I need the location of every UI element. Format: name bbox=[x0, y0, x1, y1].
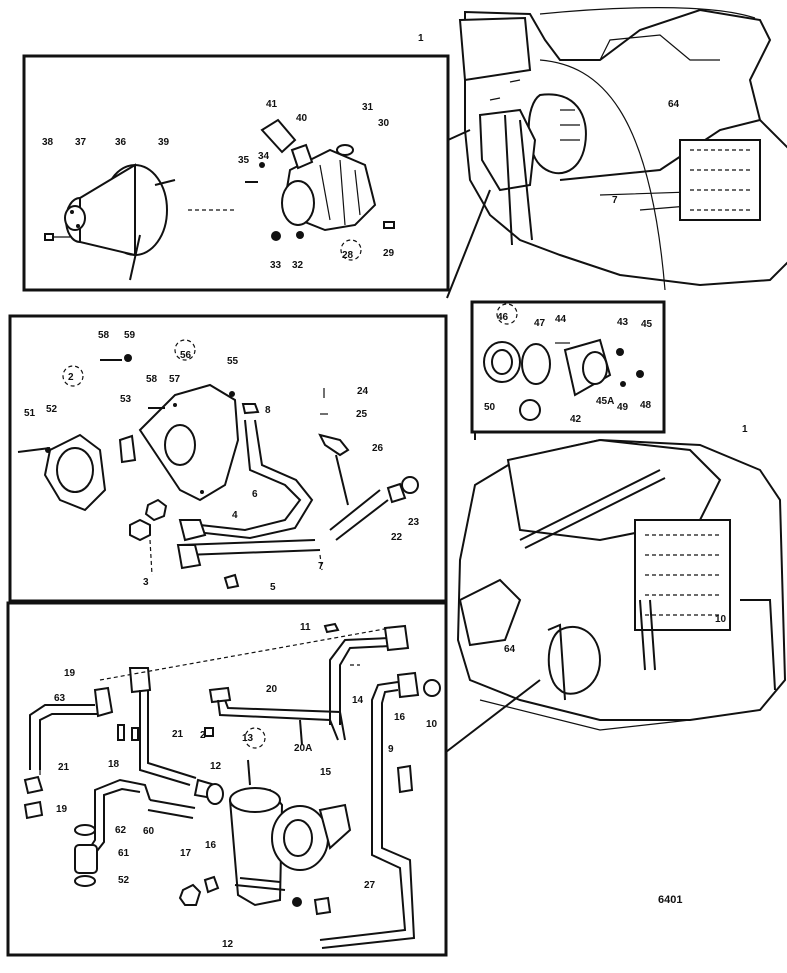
callout-box-b-6: 42 bbox=[570, 414, 582, 425]
callout-box-b-3: 43 bbox=[617, 317, 629, 328]
callout-box-d-23: 27 bbox=[364, 880, 376, 891]
callout-engine-top-0: 1 bbox=[418, 33, 424, 44]
callout-box-d-2: 63 bbox=[54, 693, 66, 704]
callout-box-d-20: 52 bbox=[118, 875, 130, 886]
box-b-thermostat bbox=[470, 300, 666, 434]
leader-d bbox=[445, 679, 541, 753]
box-c-pump-bracket bbox=[8, 314, 448, 603]
callout-box-d-15: 21 bbox=[58, 762, 70, 773]
callout-box-a-7: 30 bbox=[378, 118, 390, 129]
callout-box-c-11: 25 bbox=[356, 409, 368, 420]
callout-box-c-17: 5 bbox=[270, 582, 276, 593]
callout-box-d-6: 2 bbox=[200, 730, 206, 741]
callout-box-a-10: 33 bbox=[270, 260, 282, 271]
callout-box-c-15: 4 bbox=[232, 510, 238, 521]
callout-box-d-16: 19 bbox=[56, 804, 68, 815]
callout-box-c-20: 23 bbox=[408, 517, 420, 528]
callout-box-c-18: 7 bbox=[318, 561, 324, 572]
callout-box-d-14: 14 bbox=[352, 695, 364, 706]
callout-box-d-21: 17 bbox=[180, 848, 192, 859]
callout-box-c-1: 59 bbox=[124, 330, 136, 341]
callout-box-d-5: 18 bbox=[108, 759, 120, 770]
circled-callout-ring-4 bbox=[496, 303, 518, 325]
callout-box-b-2: 44 bbox=[555, 314, 567, 325]
leader-a2 bbox=[446, 189, 491, 299]
callout-engine-bottom-0: 1 bbox=[742, 424, 748, 435]
callout-box-c-7: 53 bbox=[120, 394, 132, 405]
callout-box-d-8: 20A bbox=[294, 743, 312, 754]
circled-callout-ring-2 bbox=[62, 365, 84, 387]
engine-bottom-illustration bbox=[456, 438, 787, 731]
callout-box-d-7: 13 bbox=[242, 733, 254, 744]
callout-box-a-8: 35 bbox=[238, 155, 250, 166]
callout-box-d-24: 12 bbox=[222, 939, 234, 950]
callout-box-a-3: 39 bbox=[158, 137, 170, 148]
callout-box-d-1: 19 bbox=[64, 668, 76, 679]
callout-box-c-8: 51 bbox=[24, 408, 36, 419]
callout-box-b-1: 47 bbox=[534, 318, 546, 329]
callout-box-b-0: 46 bbox=[497, 312, 509, 323]
figure-code: 6401 bbox=[658, 894, 682, 906]
callout-box-c-4: 2 bbox=[68, 372, 74, 383]
callout-engine-top-2: 7 bbox=[612, 195, 618, 206]
callout-box-d-10: 12 bbox=[210, 761, 222, 772]
box-a-water-pump bbox=[22, 54, 450, 292]
callout-box-c-0: 58 bbox=[98, 330, 110, 341]
callout-box-d-9: 15 bbox=[320, 767, 332, 778]
callout-box-d-19: 61 bbox=[118, 848, 130, 859]
callout-box-a-0: 38 bbox=[42, 137, 54, 148]
box-d-cooling-pipes bbox=[6, 601, 448, 957]
callout-box-b-9: 48 bbox=[640, 400, 652, 411]
circled-callout-ring-3 bbox=[244, 727, 266, 749]
callout-box-d-12: 10 bbox=[426, 719, 438, 730]
callout-box-d-17: 62 bbox=[115, 825, 127, 836]
callout-box-c-5: 58 bbox=[146, 374, 158, 385]
callout-engine-top-1: 64 bbox=[668, 99, 680, 110]
callout-box-c-9: 52 bbox=[46, 404, 58, 415]
callout-box-a-9: 34 bbox=[258, 151, 270, 162]
callout-box-d-22: 16 bbox=[205, 840, 217, 851]
callout-box-c-14: 6 bbox=[252, 489, 258, 500]
callout-engine-bottom-2: 10 bbox=[715, 614, 727, 625]
callout-box-c-13: 26 bbox=[372, 443, 384, 454]
callout-box-c-3: 55 bbox=[227, 356, 239, 367]
callout-box-b-7: 45A bbox=[596, 396, 614, 407]
callout-box-a-11: 32 bbox=[292, 260, 304, 271]
callout-box-a-13: 29 bbox=[383, 248, 395, 259]
callout-box-b-4: 45 bbox=[641, 319, 653, 330]
callout-box-c-12: 8 bbox=[265, 405, 271, 416]
callout-box-d-11: 16 bbox=[394, 712, 406, 723]
callout-box-a-6: 31 bbox=[362, 102, 374, 113]
callout-box-c-2: 56 bbox=[180, 350, 192, 361]
callout-box-a-4: 41 bbox=[266, 99, 278, 110]
callout-box-c-10: 24 bbox=[357, 386, 369, 397]
callout-box-b-5: 50 bbox=[484, 402, 496, 413]
callout-box-b-8: 49 bbox=[617, 402, 629, 413]
callout-box-d-0: 11 bbox=[300, 622, 311, 633]
circled-callout-ring-1 bbox=[174, 339, 196, 361]
callout-box-c-16: 3 bbox=[143, 577, 149, 588]
callout-box-d-3: 20 bbox=[266, 684, 278, 695]
callout-box-a-1: 37 bbox=[75, 137, 87, 148]
callout-box-c-19: 22 bbox=[391, 532, 403, 543]
circled-callout-ring-0 bbox=[340, 239, 362, 261]
callout-box-a-2: 36 bbox=[115, 137, 127, 148]
callout-box-d-18: 60 bbox=[143, 826, 155, 837]
engine-top-illustration bbox=[458, 7, 787, 291]
callout-box-a-5: 40 bbox=[296, 113, 308, 124]
callout-engine-bottom-1: 64 bbox=[504, 644, 516, 655]
leader-a bbox=[447, 129, 471, 141]
callout-box-a-12: 28 bbox=[342, 250, 354, 261]
callout-box-c-6: 57 bbox=[169, 374, 181, 385]
callout-box-d-13: 9 bbox=[388, 744, 394, 755]
callout-box-d-4: 21 bbox=[172, 729, 184, 740]
